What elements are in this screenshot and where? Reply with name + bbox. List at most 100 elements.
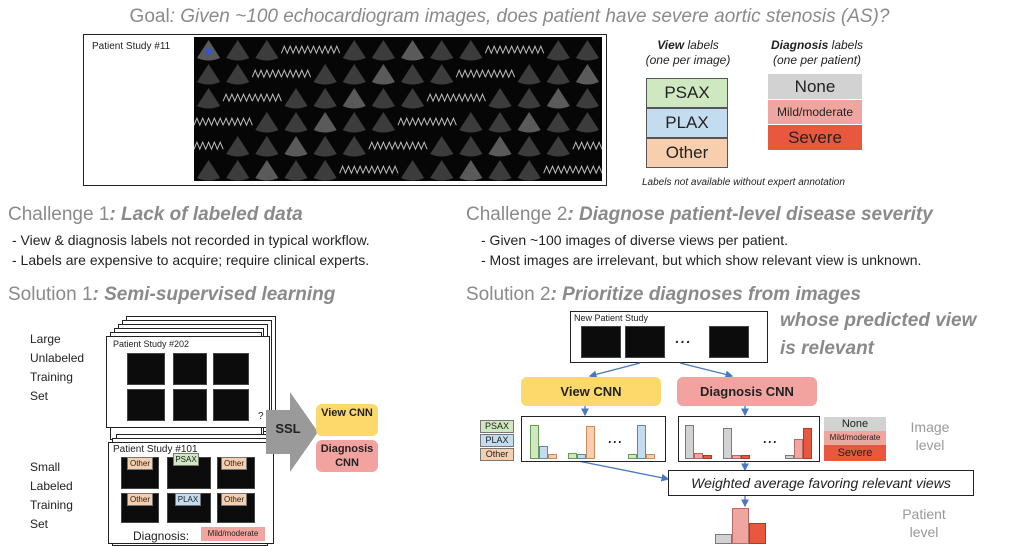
- diagnosis-caption: Diagnosis:: [133, 529, 190, 543]
- echo-fan: [546, 64, 570, 85]
- echo-fan: [459, 160, 483, 181]
- unlabeled-study-card: Patient Study #202 ?: [106, 336, 270, 428]
- echo-fan: [255, 136, 279, 157]
- prob-bar: [637, 425, 646, 459]
- legend-mild: Mild/moderate: [824, 431, 886, 445]
- diagnosis-value-tag: Mild/moderate: [201, 527, 265, 541]
- echo-waveform: [251, 68, 282, 79]
- echo-fan: [226, 136, 250, 157]
- question-mark: ?: [258, 411, 264, 422]
- ssl-arrow: [266, 392, 318, 472]
- prob-bar: [785, 455, 794, 459]
- echo-fan: [546, 112, 570, 133]
- diagnosis-label-none: None: [768, 74, 862, 99]
- echo-fan: [197, 160, 221, 181]
- echo-waveform: [455, 68, 486, 79]
- prob-bar: [703, 455, 712, 459]
- doppler-spot: [205, 48, 212, 55]
- challenge2-bullet: - Given ~100 images of diverse views per…: [481, 232, 788, 248]
- view-cnn-box: View CNN: [316, 404, 378, 436]
- echo-fan: [226, 160, 250, 181]
- legend-psax: PSAX: [480, 420, 514, 433]
- weighted-average-box: Weighted average favoring relevant views: [668, 470, 974, 496]
- echo-fan: [517, 88, 541, 109]
- echo-fan: [575, 40, 599, 61]
- echo-thumbnail: [173, 389, 207, 421]
- echo-fan: [575, 112, 599, 133]
- diagnosis-cnn-box-2: Diagnosis CNN: [677, 377, 817, 406]
- echo-fan: [284, 88, 308, 109]
- echo-fan: [546, 40, 570, 61]
- prob-bar: [577, 454, 586, 459]
- echo-fan: [459, 40, 483, 61]
- echo-fan: [371, 88, 395, 109]
- echo-fan: [313, 160, 337, 181]
- echo-fan: [401, 64, 425, 85]
- echo-waveform: [397, 116, 428, 127]
- echo-thumbnail: [127, 389, 165, 421]
- echo-fan: [575, 88, 599, 109]
- view-prob-chart: ...: [521, 416, 666, 462]
- echo-fan: [517, 64, 541, 85]
- view-tag: PLAX: [175, 493, 201, 506]
- echo-thumbnail: [581, 326, 621, 358]
- ellipsis: ...: [608, 427, 624, 447]
- echo-waveform: [484, 44, 516, 55]
- echo-waveform: [222, 92, 253, 103]
- echo-waveform: [426, 116, 457, 127]
- echo-fan: [430, 136, 454, 157]
- echo-thumbnail: [173, 353, 207, 385]
- prob-bar: [723, 428, 732, 459]
- patient-prob-bar: [715, 534, 732, 544]
- solution2-heading: Solution 2: Prioritize diagnoses from im…: [466, 284, 861, 305]
- diagnosis-cnn-box: Diagnosis CNN: [316, 440, 378, 472]
- prob-bar: [803, 428, 812, 459]
- echo-waveform: [280, 68, 312, 79]
- echo-fan: [430, 40, 454, 61]
- labeled-study-title: Patient Study #101: [113, 444, 198, 455]
- echo-waveform: [426, 92, 457, 103]
- echo-waveform: [222, 116, 253, 127]
- diagnosis-label-severe: Severe: [768, 125, 862, 150]
- echo-fan: [226, 64, 250, 85]
- prob-bar: [694, 453, 703, 459]
- echo-fan: [517, 112, 541, 133]
- echo-waveform: [514, 44, 545, 55]
- legend-severe: Severe: [824, 445, 886, 461]
- solution2-heading-cont: whose predicted view: [780, 310, 977, 331]
- prob-bar: [548, 454, 557, 459]
- diagnosis-label-mild: Mild/moderate: [768, 100, 862, 124]
- ellipsis: ...: [675, 326, 692, 348]
- unlabeled-study-title: Patient Study #202: [113, 339, 190, 349]
- goal-text: Goal: Given ~100 echocardiogram images, …: [129, 6, 890, 27]
- echo-fan: [313, 112, 337, 133]
- echo-fan: [488, 160, 512, 181]
- view-label-other: Other: [646, 138, 728, 168]
- echo-waveform: [339, 164, 370, 175]
- echo-image-grid: [194, 37, 602, 181]
- flow-arrows: [577, 362, 749, 508]
- echo-fan: [255, 160, 279, 181]
- prob-bar: [732, 455, 741, 459]
- view-tag: Other: [221, 457, 247, 470]
- echo-fan: [342, 136, 366, 157]
- challenge1-bullet: - Labels are expensive to acquire; requi…: [12, 252, 370, 268]
- legend-none: None: [824, 417, 886, 431]
- labeled-study-card: Patient Study #101 Other PSAX Other Othe…: [108, 442, 274, 544]
- challenge1-bullets: - View & diagnosis labels not recorded i…: [12, 230, 370, 270]
- legend-plax: PLAX: [480, 434, 514, 447]
- echo-thumbnail: [625, 326, 665, 358]
- echo-fan: [401, 40, 425, 61]
- echo-fan: [313, 88, 337, 109]
- view-cnn-box-2: View CNN: [521, 377, 661, 406]
- echo-waveform: [280, 44, 312, 55]
- echo-fan: [342, 112, 366, 133]
- echo-fan: [371, 112, 395, 133]
- new-patient-study-card: New Patient Study ...: [570, 311, 768, 363]
- prob-bar: [539, 446, 548, 459]
- echo-fan: [313, 136, 337, 157]
- view-label-psax: PSAX: [646, 78, 728, 108]
- challenge2-heading: Challenge 2: Diagnose patient-level dise…: [466, 204, 933, 225]
